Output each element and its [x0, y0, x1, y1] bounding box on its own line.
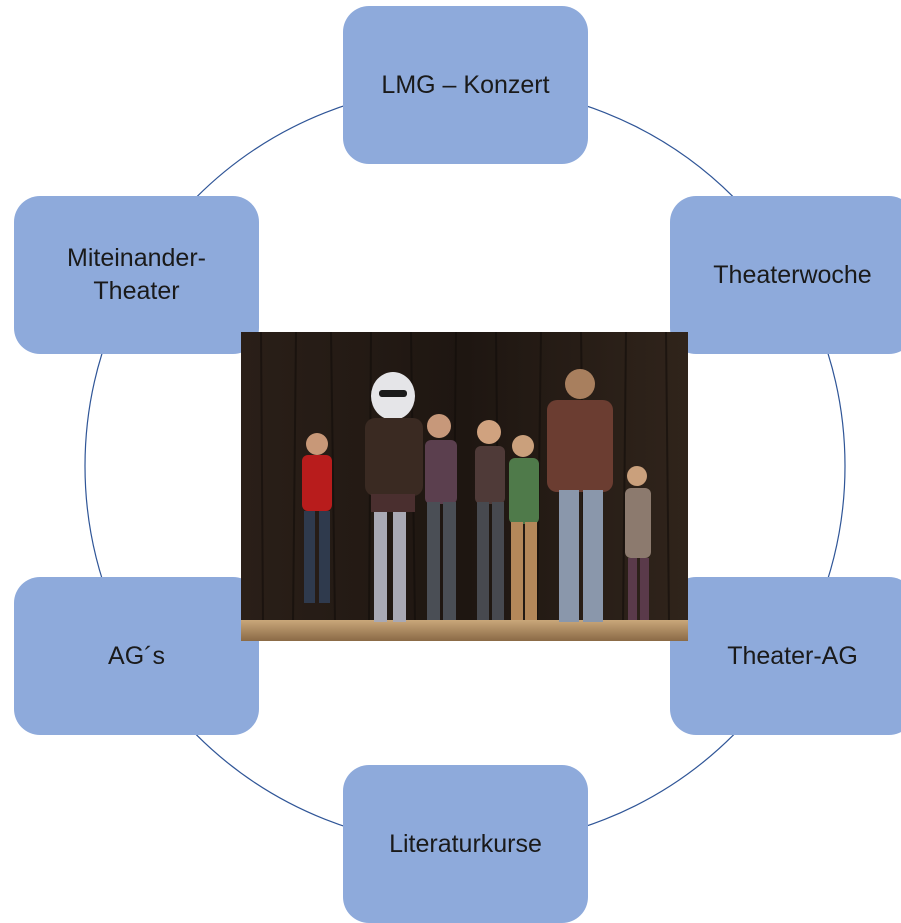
cycle-node-label: Literaturkurse [389, 829, 542, 858]
cycle-node-literaturkurse: Literaturkurse [343, 765, 588, 923]
cycle-node-lmg-konzert: LMG – Konzert [343, 6, 588, 164]
cycle-node-label: Theaterwoche [713, 260, 872, 289]
cycle-node-label: Miteinander- Theater [67, 244, 206, 305]
cycle-node-label: Theater-AG [727, 641, 858, 670]
cycle-node-label: AG´s [108, 641, 165, 670]
cycle-node-label: LMG – Konzert [381, 70, 550, 99]
cycle-node-theaterwoche: Theaterwoche [670, 196, 901, 354]
stage-performance-photo [241, 332, 688, 641]
cycle-node-ags: AG´s [14, 577, 259, 735]
cycle-node-miteinander-theater: Miteinander- Theater [14, 196, 259, 354]
cycle-node-theater-ag: Theater-AG [670, 577, 901, 735]
